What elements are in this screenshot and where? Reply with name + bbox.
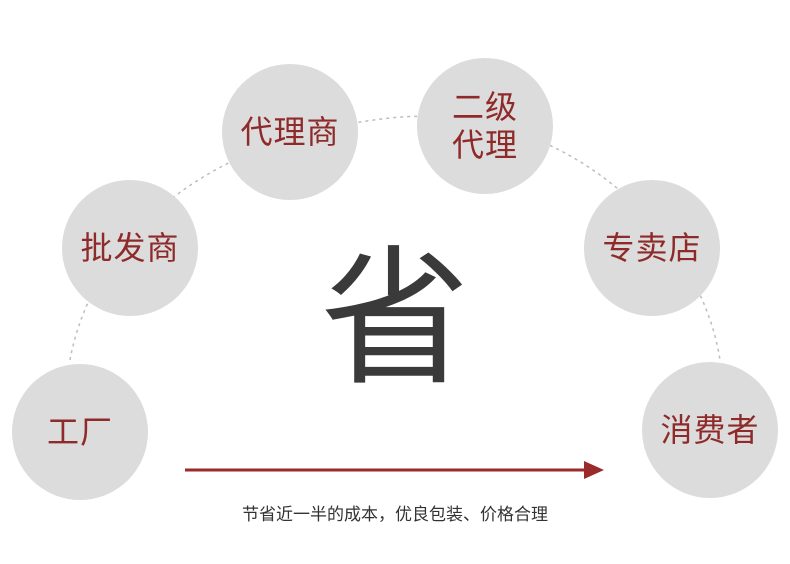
node-label: 工厂 xyxy=(46,413,113,451)
direction-arrow-head xyxy=(584,461,604,479)
node-label: 消费者 xyxy=(660,411,760,449)
node-label: 二级代理 xyxy=(451,88,518,164)
node-wholesaler: 批发商 xyxy=(62,180,198,316)
caption-text: 节省近一半的成本，优良包装、价格合理 xyxy=(242,505,548,525)
center-character: 省 xyxy=(320,233,471,407)
node-label: 批发商 xyxy=(80,229,180,267)
node-label: 代理商 xyxy=(240,113,340,151)
node-label: 专卖店 xyxy=(602,229,702,267)
node-secondary-agent: 二级代理 xyxy=(417,58,553,194)
node-agent: 代理商 xyxy=(222,64,358,200)
node-consumer: 消费者 xyxy=(642,362,778,498)
node-store: 专卖店 xyxy=(584,180,720,316)
node-factory: 工厂 xyxy=(12,364,148,500)
